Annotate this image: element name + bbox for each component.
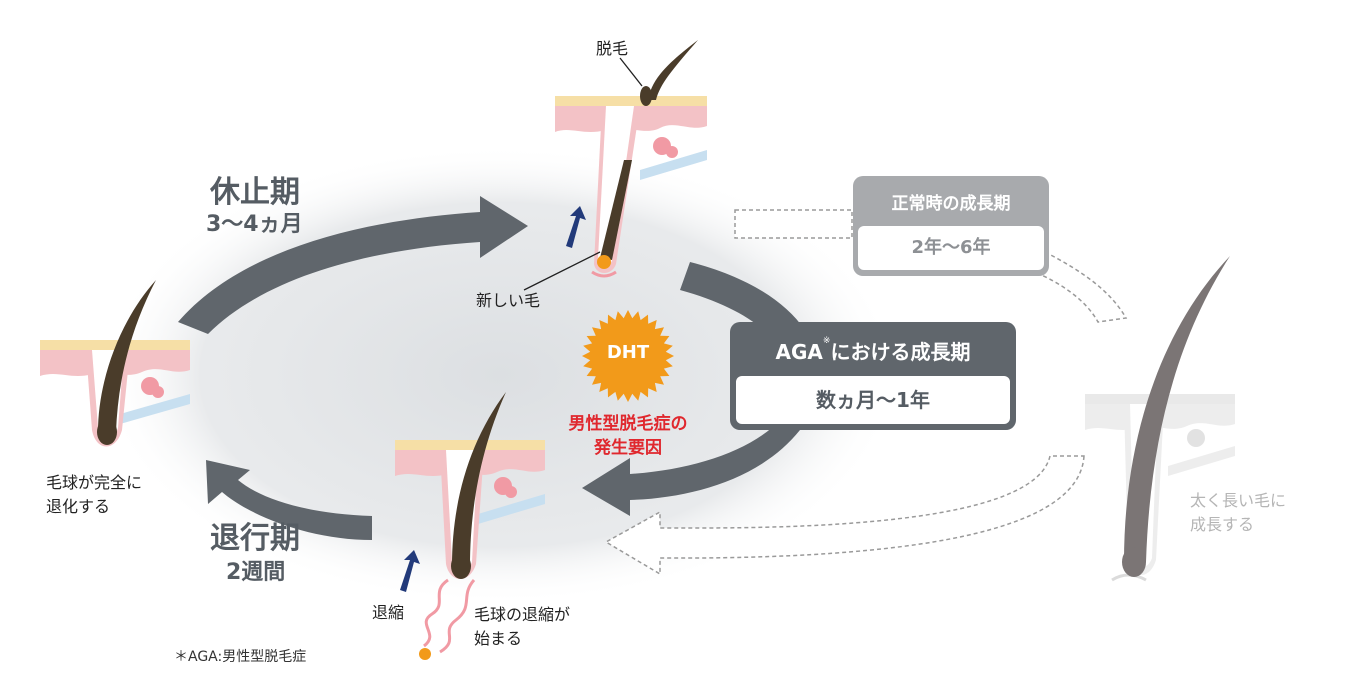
shedding-label: 脱毛 [596, 39, 629, 58]
aga-growth-duration: 数ヵ月〜1年 [736, 376, 1010, 424]
new-hair-pointer [523, 251, 601, 291]
long-thick-hair [1124, 256, 1230, 562]
catagen-duration: 2週間 [226, 560, 286, 585]
shedding-pointer [619, 57, 643, 87]
dht-starburst-shape [582, 310, 674, 402]
skin-bottom [395, 392, 545, 660]
bulb-regressed-line1: 毛球が完全に [46, 473, 143, 492]
dht-burst [582, 310, 674, 402]
footnote: ＊AGA:男性型脱毛症 [174, 649, 307, 665]
long-hair-bulb [1122, 547, 1146, 577]
dht-caption-line1: 男性型脱毛症の [568, 414, 688, 434]
dht-caption-line2: 発生要因 [594, 438, 662, 458]
normal-growth-title: 正常時の成長期 [891, 194, 1011, 214]
normal-growth-box: 正常時の成長期 2年〜6年 [853, 176, 1049, 276]
skin-top [555, 40, 707, 278]
up-arrow-bottom [400, 550, 420, 592]
normal-growth-duration: 2年〜6年 [858, 226, 1044, 270]
grow-label-line2: 成長する [1190, 515, 1255, 534]
telogen-arrow [178, 196, 528, 334]
aga-growth-title: AGA※における成長期 [775, 336, 971, 364]
up-arrow-top [566, 206, 586, 248]
telogen-duration: 3〜4ヵ月 [206, 212, 303, 237]
skin-left [40, 280, 190, 447]
new-hair-label: 新しい毛 [476, 291, 541, 310]
shrink-label: 退縮 [372, 603, 405, 622]
catagen-arrow [206, 460, 372, 540]
normal-growth-dashed-arrow [734, 209, 853, 239]
normal-growth-dashed-curve [1028, 251, 1128, 323]
telogen-title: 休止期 [210, 175, 300, 210]
grow-label-line1: 太く長い毛に [1190, 491, 1287, 510]
aga-growth-box: AGA※における成長期 数ヵ月〜1年 [730, 322, 1016, 430]
bulb-shrinking-line2: 始まる [474, 629, 523, 648]
bulb-regressed-line2: 退化する [46, 497, 111, 516]
catagen-title: 退行期 [210, 521, 300, 556]
return-dashed-arrow [604, 455, 1085, 576]
dht-label: DHT [606, 342, 650, 363]
bulb-shrinking-line1: 毛球の退縮が [474, 605, 571, 624]
